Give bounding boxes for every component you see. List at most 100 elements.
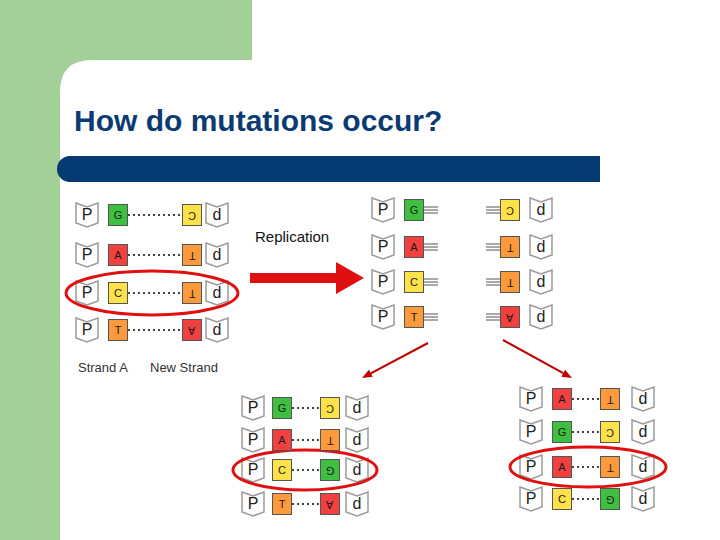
base-box: G	[404, 199, 424, 221]
base-box: T	[108, 319, 128, 341]
phosphate-label: P	[242, 428, 264, 452]
backbone-shape	[206, 281, 228, 305]
strand-label: New Strand	[150, 360, 218, 375]
base-letter: A	[188, 325, 195, 336]
base-letter: G	[558, 427, 567, 438]
backbone-shape	[346, 458, 368, 482]
highlight-ring	[510, 447, 666, 487]
hydrogen-bond	[572, 498, 600, 500]
bond-stub	[424, 279, 438, 280]
replication-arrowhead	[336, 262, 364, 294]
base-letter: A	[410, 242, 417, 253]
bond-stub	[486, 314, 500, 315]
phosphate-label: P	[520, 487, 542, 511]
sugar-label: d	[632, 387, 654, 411]
base-box: G	[600, 488, 620, 510]
bond-stub	[486, 320, 500, 321]
backbone-shape	[242, 492, 264, 516]
bond-stub	[486, 247, 500, 248]
backbone-shape	[206, 318, 228, 342]
base-letter: T	[411, 312, 418, 323]
sugar-label: d	[206, 281, 228, 305]
base-letter: G	[278, 403, 287, 414]
phosphate-label: P	[242, 458, 264, 482]
bond-stub	[486, 207, 500, 208]
split-arrowhead	[561, 370, 572, 378]
sugar-label: d	[206, 318, 228, 342]
base-box: T	[182, 244, 202, 266]
bond-stub	[486, 279, 500, 280]
split-arrowhead	[362, 370, 373, 378]
base-box: T	[320, 429, 340, 451]
phosphate-label: P	[242, 492, 264, 516]
base-letter: T	[327, 435, 334, 446]
base-box: A	[500, 306, 520, 328]
base-box: C	[108, 282, 128, 304]
hydrogen-bond	[128, 254, 182, 256]
bond-stub	[424, 317, 438, 318]
base-box: C	[500, 199, 520, 221]
base-box: C	[552, 488, 572, 510]
base-letter: T	[189, 288, 196, 299]
sugar-label: d	[346, 458, 368, 482]
bond-stub	[424, 285, 438, 286]
base-letter: A	[114, 250, 121, 261]
sugar-label: d	[530, 235, 552, 259]
title-bar	[68, 156, 600, 182]
base-box: A	[272, 429, 292, 451]
backbone-shape	[530, 198, 552, 222]
backbone-shape	[346, 428, 368, 452]
base-letter: A	[558, 462, 565, 473]
base-box: C	[600, 421, 620, 443]
bond-stub	[424, 210, 438, 211]
backbone-shape	[530, 270, 552, 294]
base-letter: C	[326, 403, 334, 414]
sugar-label: d	[206, 243, 228, 267]
backbone-shape	[206, 243, 228, 267]
base-letter: T	[607, 462, 614, 473]
hydrogen-bond	[128, 329, 182, 331]
backbone-shape	[76, 243, 98, 267]
bond-stub	[424, 250, 438, 251]
hydrogen-bond	[292, 469, 320, 471]
base-box: G	[272, 397, 292, 419]
phosphate-label: P	[520, 455, 542, 479]
bond-stub	[424, 247, 438, 248]
hydrogen-bond	[572, 466, 600, 468]
backbone-shape	[76, 318, 98, 342]
backbone-shape	[530, 305, 552, 329]
split-arrow	[371, 343, 428, 373]
base-box: C	[320, 397, 340, 419]
base-letter: C	[506, 205, 514, 216]
hydrogen-bond	[128, 292, 182, 294]
highlight-ring	[66, 271, 238, 315]
hydrogen-bond	[292, 439, 320, 441]
backbone-shape	[76, 281, 98, 305]
backbone-shape	[632, 487, 654, 511]
base-letter: G	[606, 494, 615, 505]
backbone-shape	[530, 235, 552, 259]
base-box: C	[182, 204, 202, 226]
phosphate-label: P	[242, 396, 264, 420]
base-box: A	[182, 319, 202, 341]
base-box: T	[182, 282, 202, 304]
base-letter: G	[326, 465, 335, 476]
base-box: A	[552, 456, 572, 478]
bond-stub	[486, 285, 500, 286]
hydrogen-bond	[572, 431, 600, 433]
sugar-label: d	[530, 305, 552, 329]
sugar-label: d	[346, 396, 368, 420]
phosphate-label: P	[520, 420, 542, 444]
base-letter: C	[558, 494, 566, 505]
bond-stub	[424, 207, 438, 208]
base-letter: T	[279, 499, 286, 510]
backbone-shape	[372, 198, 394, 222]
green-strip	[0, 0, 60, 540]
backbone-shape	[372, 235, 394, 259]
white-panel	[60, 60, 720, 540]
base-letter: A	[278, 435, 285, 446]
backbone-shape	[372, 305, 394, 329]
base-letter: G	[410, 205, 419, 216]
base-letter: C	[188, 210, 196, 221]
backbone-shape	[632, 387, 654, 411]
